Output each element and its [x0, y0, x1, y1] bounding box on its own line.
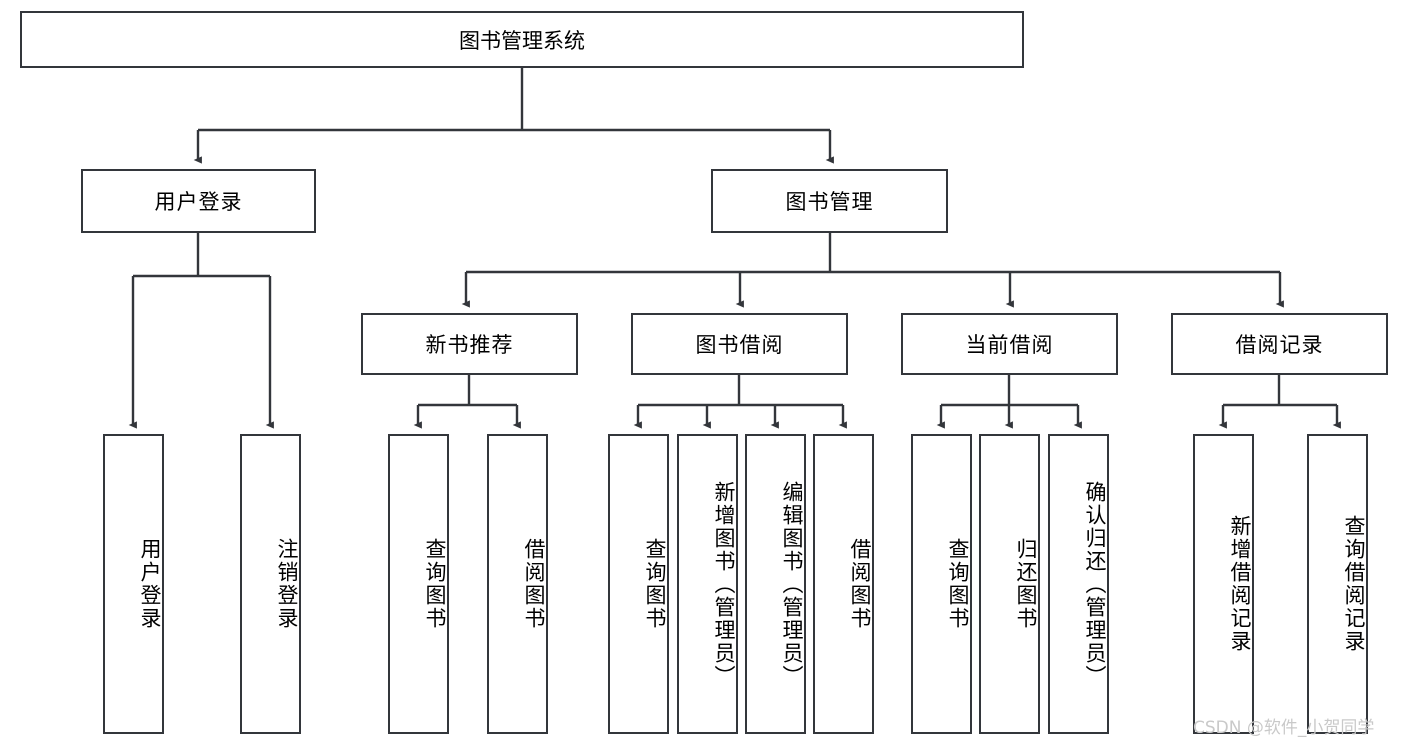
node-label: 用户登录 [154, 190, 243, 214]
node-leaf-add-book[interactable]: 新增图书（管理员） [677, 434, 738, 734]
node-label: 查询图书 [643, 538, 667, 630]
csdn-watermark: CSDN @软件_小贺同学 [1193, 718, 1375, 738]
node-label: 确认归还（管理员） [1083, 480, 1107, 688]
node-root-system[interactable]: 图书管理系统 [20, 11, 1024, 68]
node-label: 查询图书 [946, 538, 970, 630]
node-label: 新增图书（管理员） [712, 480, 736, 688]
node-label: 借阅记录 [1235, 333, 1324, 357]
node-label: 图书借阅 [695, 333, 784, 357]
node-leaf-confirm-return[interactable]: 确认归还（管理员） [1048, 434, 1109, 734]
node-leaf-query-book-borrow[interactable]: 查询图书 [608, 434, 669, 734]
node-label: 借阅图书 [522, 538, 546, 630]
node-new-book-recommend[interactable]: 新书推荐 [361, 313, 578, 375]
node-leaf-borrow-book[interactable]: 借阅图书 [813, 434, 874, 734]
node-leaf-query-book-recommend[interactable]: 查询图书 [388, 434, 449, 734]
node-leaf-edit-book[interactable]: 编辑图书（管理员） [745, 434, 806, 734]
node-leaf-user-login[interactable]: 用户登录 [103, 434, 164, 734]
node-leaf-logout-login[interactable]: 注销登录 [240, 434, 301, 734]
node-leaf-return-book[interactable]: 归还图书 [979, 434, 1040, 734]
node-book-management[interactable]: 图书管理 [711, 169, 948, 233]
node-leaf-query-book-current[interactable]: 查询图书 [911, 434, 972, 734]
node-current-borrow[interactable]: 当前借阅 [901, 313, 1118, 375]
node-leaf-borrow-book-recommend[interactable]: 借阅图书 [487, 434, 548, 734]
node-label: 新增借阅记录 [1228, 515, 1252, 653]
node-label: 查询图书 [423, 538, 447, 630]
node-label: 用户登录 [138, 538, 162, 630]
node-leaf-add-borrow-record[interactable]: 新增借阅记录 [1193, 434, 1254, 734]
node-label: 归还图书 [1014, 538, 1038, 630]
node-user-login[interactable]: 用户登录 [81, 169, 316, 233]
node-borrow-record[interactable]: 借阅记录 [1171, 313, 1388, 375]
node-label: 当前借阅 [965, 333, 1054, 357]
node-book-borrow[interactable]: 图书借阅 [631, 313, 848, 375]
node-label: 新书推荐 [425, 333, 514, 357]
node-leaf-query-borrow-record[interactable]: 查询借阅记录 [1307, 434, 1368, 734]
node-label: 图书管理系统 [459, 28, 585, 53]
node-label: 借阅图书 [848, 538, 872, 630]
node-label: 图书管理 [785, 190, 874, 214]
node-label: 编辑图书（管理员） [780, 480, 804, 688]
node-label: 注销登录 [275, 538, 299, 630]
node-label: 查询借阅记录 [1342, 515, 1366, 653]
